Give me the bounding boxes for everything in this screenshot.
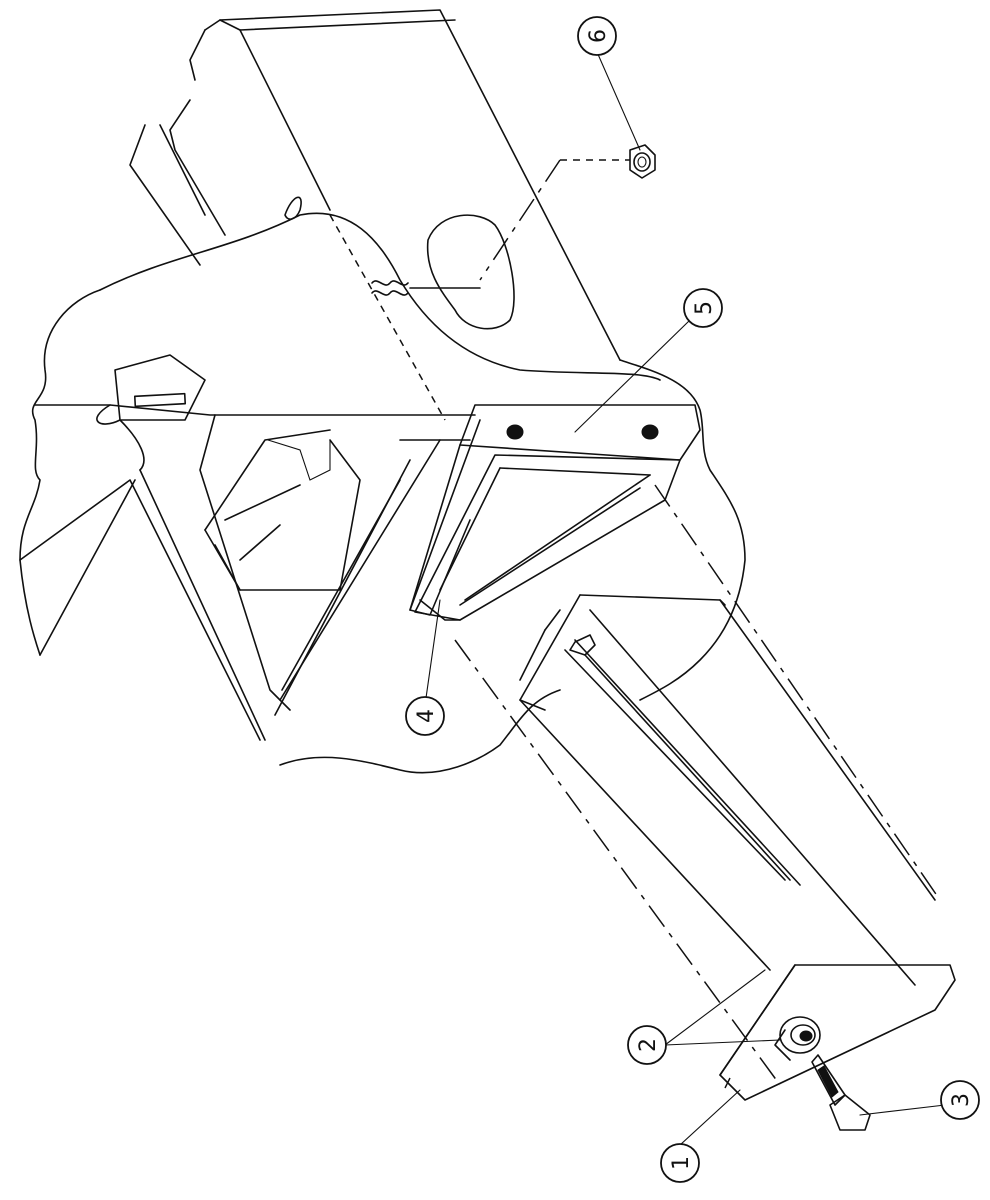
callout-2-label: 2 <box>636 1038 661 1052</box>
cabinet-housing <box>19 9 746 701</box>
callout-leaders <box>424 51 946 1146</box>
callout-4-label: 4 <box>414 709 439 723</box>
callout-6-label: 6 <box>586 29 611 43</box>
lock-key <box>811 1054 871 1131</box>
cash-bin <box>519 594 956 1131</box>
callout-4: 4 <box>405 696 445 736</box>
frame-hole-left <box>506 424 524 440</box>
lock-cylinder <box>774 1016 821 1061</box>
callout-3-label: 3 <box>949 1093 974 1107</box>
callout-6: 6 <box>577 16 617 56</box>
assembly-guide-lines <box>409 159 941 1086</box>
callout-5: 5 <box>683 288 723 328</box>
callout-1: 1 <box>660 1143 700 1183</box>
callout-5-label: 5 <box>692 301 717 315</box>
frame-hole-right <box>641 424 659 440</box>
callout-1-label: 1 <box>669 1156 694 1170</box>
mounting-frame <box>409 404 701 621</box>
hex-nut <box>629 144 656 179</box>
mounting-screw <box>371 280 409 296</box>
inner-bay <box>19 414 561 774</box>
callout-3: 3 <box>940 1080 980 1120</box>
callout-2: 2 <box>627 1025 667 1065</box>
